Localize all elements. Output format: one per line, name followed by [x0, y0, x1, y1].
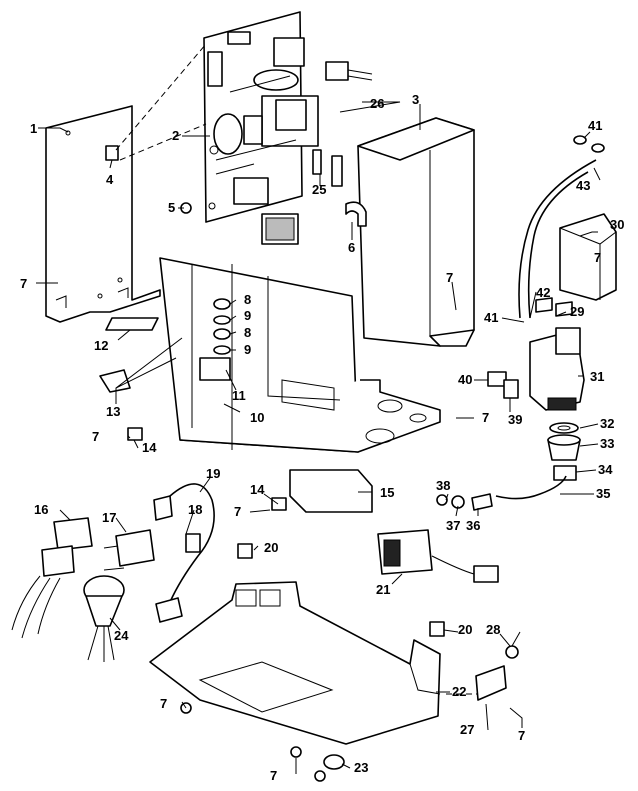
- callout-24: 24: [114, 628, 129, 643]
- callout-7-a: 7: [20, 276, 27, 291]
- bracket-part-14-left: [127, 427, 143, 441]
- callout-29: 29: [570, 304, 584, 319]
- clip-part-20-upper: [237, 543, 253, 559]
- callout-7-i: 7: [518, 728, 525, 743]
- bracket-part-14-right: [271, 497, 287, 511]
- callout-7-g: 7: [160, 696, 167, 711]
- callout-7-f: 7: [234, 504, 241, 519]
- callout-7-h: 7: [270, 768, 277, 783]
- seal-part-32: [549, 422, 579, 434]
- callout-20-b: 20: [458, 622, 472, 637]
- callout-7-d: 7: [482, 410, 489, 425]
- sensor-part-28: [505, 631, 521, 659]
- clip-part-20-lower: [429, 621, 445, 637]
- callout-33: 33: [600, 436, 614, 451]
- callout-17: 17: [102, 510, 116, 525]
- callout-25: 25: [312, 182, 326, 197]
- callout-8-b: 8: [244, 325, 251, 340]
- callout-9-b: 9: [244, 342, 251, 357]
- callout-34: 34: [598, 462, 613, 477]
- fittings-part-36-37-38: [436, 493, 493, 511]
- leader-lines: [36, 43, 601, 774]
- callout-6: 6: [348, 240, 355, 255]
- main-chassis: [159, 257, 441, 513]
- callout-7-e: 7: [92, 429, 99, 444]
- callout-16: 16: [34, 502, 48, 517]
- module-part-21: [377, 529, 499, 583]
- callout-43: 43: [576, 178, 590, 193]
- side-bracket-part-1: [45, 105, 161, 323]
- callout-23: 23: [354, 760, 368, 775]
- callout-13: 13: [106, 404, 120, 419]
- callout-3: 3: [412, 92, 419, 107]
- clip-part-6: [345, 201, 367, 227]
- callout-7-b: 7: [446, 270, 453, 285]
- fuse-part-25: [312, 149, 343, 187]
- callout-8-a: 8: [244, 292, 251, 307]
- callout-10: 10: [250, 410, 264, 425]
- circuit-board-part-2: [203, 11, 319, 245]
- elbow-part-39-40: [487, 371, 519, 399]
- cup-part-33: [547, 434, 581, 461]
- callout-7-c: 7: [594, 250, 601, 265]
- callout-37: 37: [446, 518, 460, 533]
- callout-39: 39: [508, 412, 522, 427]
- connector-part-26: [325, 61, 373, 81]
- hose-part-35: [495, 475, 567, 500]
- callout-22: 22: [452, 684, 466, 699]
- callout-5: 5: [168, 200, 175, 215]
- callout-35: 35: [596, 486, 610, 501]
- power-cord-part-18-19: [153, 483, 215, 623]
- base-plate-part-22: [149, 581, 441, 745]
- nuts-washers-part-8-9: [213, 298, 231, 355]
- clip-part-4: [105, 145, 119, 161]
- callout-4: 4: [106, 172, 114, 187]
- callout-32: 32: [600, 416, 614, 431]
- callout-11: 11: [232, 388, 246, 403]
- callout-1: 1: [30, 121, 37, 136]
- valve-part-31: [529, 327, 585, 411]
- callout-27: 27: [460, 722, 474, 737]
- callout-26: 26: [370, 96, 384, 111]
- callout-18: 18: [188, 502, 202, 517]
- plug-part-24: [83, 575, 125, 662]
- callout-30: 30: [610, 217, 624, 232]
- callout-2: 2: [172, 128, 179, 143]
- socket-part-16: [11, 517, 93, 639]
- callout-15: 15: [380, 485, 394, 500]
- callout-21: 21: [376, 582, 390, 597]
- clip-part-12: [105, 317, 159, 331]
- tubes-part-42-43: [518, 135, 605, 319]
- callout-12: 12: [94, 338, 108, 353]
- callout-41-b: 41: [484, 310, 498, 325]
- switch-part-17: [103, 529, 155, 571]
- bracket-part-27: [475, 665, 507, 701]
- callout-9-a: 9: [244, 308, 251, 323]
- callout-31: 31: [590, 369, 604, 384]
- callout-41-a: 41: [588, 118, 602, 133]
- cover-part-3: [357, 117, 475, 347]
- holder-part-13: [99, 369, 131, 393]
- callout-42: 42: [536, 285, 550, 300]
- callout-28: 28: [486, 622, 500, 637]
- callout-14-a: 14: [142, 440, 157, 455]
- callout-14-b: 14: [250, 482, 265, 497]
- callout-20-a: 20: [264, 540, 278, 555]
- bracket-part-30: [559, 213, 617, 301]
- callout-40: 40: [458, 372, 472, 387]
- nut-part-34: [553, 465, 577, 481]
- callout-labels: 1 2 3 4 5 6 7 7 7 7 7 7 7 7 7 8 8 9 9 10…: [20, 92, 624, 783]
- foot-part-23: [323, 754, 345, 770]
- callout-19: 19: [206, 466, 220, 481]
- callout-36: 36: [466, 518, 480, 533]
- callout-38: 38: [436, 478, 450, 493]
- clip-part-29: [535, 297, 573, 317]
